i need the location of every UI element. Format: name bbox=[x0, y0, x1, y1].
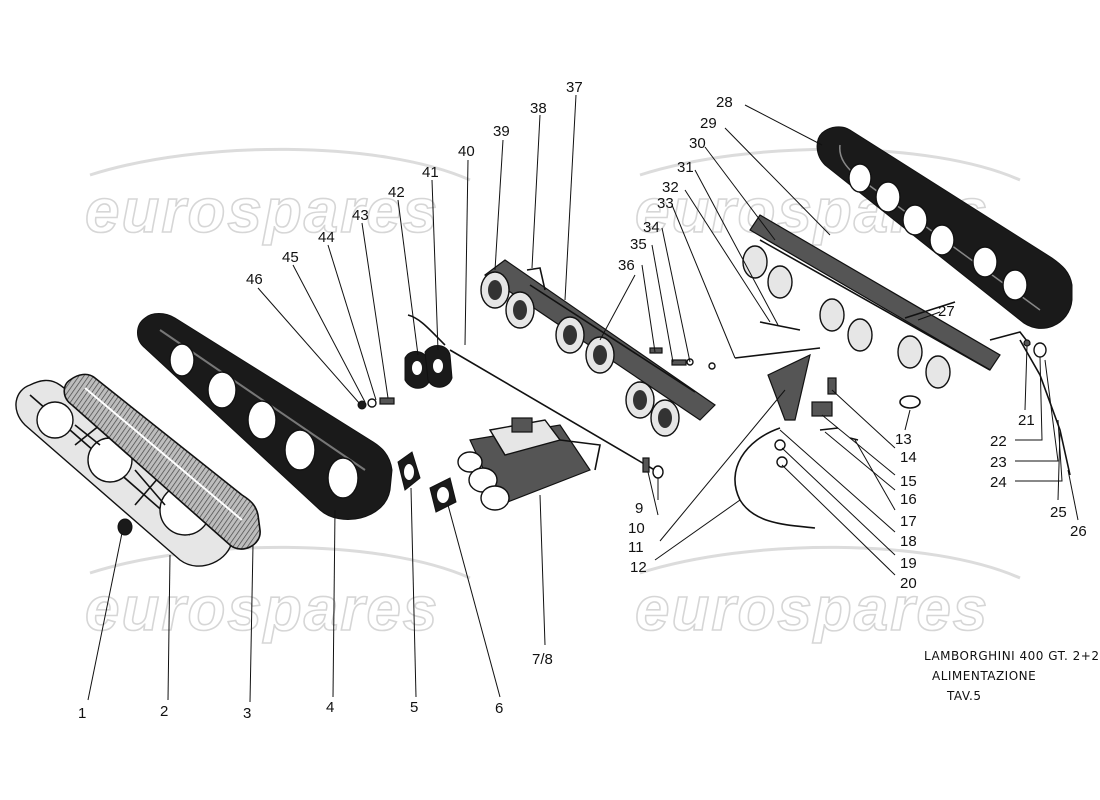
caption-model: LAMBORGHINI 400 GT. 2+2 bbox=[924, 649, 1099, 663]
callout-15: 15 bbox=[900, 473, 917, 490]
linkage-bracket bbox=[734, 321, 821, 421]
callout-38: 38 bbox=[530, 100, 547, 117]
callout-30: 30 bbox=[689, 135, 706, 152]
callout-17: 17 bbox=[900, 513, 917, 530]
callout-44: 44 bbox=[318, 229, 335, 246]
gasket-pair bbox=[404, 345, 453, 389]
callout-5: 5 bbox=[410, 699, 418, 716]
caption-block: LAMBORGHINI 400 GT. 2+2 ALIMENTAZIONE TA… bbox=[924, 649, 1099, 703]
callout-2: 2 bbox=[160, 703, 168, 720]
filter-element bbox=[63, 373, 261, 550]
watermark-swoosh bbox=[89, 147, 471, 182]
small-screws bbox=[649, 347, 716, 370]
callout-27: 27 bbox=[938, 303, 955, 320]
bolts-and-washers bbox=[774, 377, 859, 468]
callout-39: 39 bbox=[493, 123, 510, 140]
watermark-top-left: eurospares bbox=[85, 177, 439, 246]
callout-43: 43 bbox=[352, 207, 369, 224]
caption-table: TAV.5 bbox=[946, 689, 981, 703]
callout-31: 31 bbox=[677, 159, 694, 176]
callout-42: 42 bbox=[388, 184, 405, 201]
callout-9: 9 bbox=[635, 500, 643, 517]
callout-34: 34 bbox=[643, 219, 660, 236]
callout-6: 6 bbox=[495, 700, 503, 717]
callout-36: 36 bbox=[618, 257, 635, 274]
callout-16: 16 bbox=[900, 491, 917, 508]
callout-11: 11 bbox=[628, 539, 644, 556]
callout-14: 14 bbox=[900, 449, 917, 466]
callout-4: 4 bbox=[326, 699, 334, 716]
watermark-swoosh bbox=[639, 545, 1021, 580]
callout-20: 20 bbox=[900, 575, 917, 592]
gasket-5 bbox=[397, 451, 421, 491]
watermark-swoosh bbox=[89, 545, 471, 580]
washers bbox=[357, 397, 395, 410]
callout-32: 32 bbox=[662, 179, 679, 196]
o-ring bbox=[899, 395, 921, 409]
callout-28: 28 bbox=[716, 94, 733, 111]
callout-7-8: 7/8 bbox=[532, 651, 553, 668]
fuel-hose bbox=[734, 427, 816, 529]
leader-lines bbox=[87, 94, 1079, 703]
callout-25: 25 bbox=[1050, 504, 1067, 521]
clip bbox=[642, 457, 650, 473]
callout-26: 26 bbox=[1070, 523, 1087, 540]
watermark-bottom-left: eurospares bbox=[85, 575, 439, 644]
callout-40: 40 bbox=[458, 143, 475, 160]
intake-manifold-rear bbox=[742, 214, 1031, 389]
callout-13: 13 bbox=[895, 431, 912, 448]
callout-numbers: 1 2 3 4 5 6 7/8 9 10 11 12 13 14 15 16 1… bbox=[78, 79, 1087, 722]
watermark-bottom-right: eurospares bbox=[635, 575, 989, 644]
callout-18: 18 bbox=[900, 533, 917, 550]
callout-21: 21 bbox=[1018, 412, 1035, 429]
callout-3: 3 bbox=[243, 705, 251, 722]
callout-29: 29 bbox=[700, 115, 717, 132]
gasket-6 bbox=[429, 477, 457, 513]
air-box-rear bbox=[816, 126, 1073, 329]
rod-40 bbox=[449, 349, 659, 473]
wing-nut bbox=[117, 518, 133, 536]
callout-23: 23 bbox=[990, 454, 1007, 471]
callout-1: 1 bbox=[78, 705, 86, 722]
filter-base bbox=[137, 313, 393, 521]
callout-37: 37 bbox=[566, 79, 583, 96]
ball-joint bbox=[652, 465, 664, 479]
callout-45: 45 bbox=[282, 249, 299, 266]
intake-manifold-front bbox=[480, 259, 716, 437]
callout-10: 10 bbox=[628, 520, 645, 537]
callout-33: 33 bbox=[657, 195, 674, 212]
callout-22: 22 bbox=[990, 433, 1007, 450]
carburettor bbox=[457, 417, 601, 511]
callout-35: 35 bbox=[630, 236, 647, 253]
callout-41: 41 bbox=[422, 164, 439, 181]
callout-19: 19 bbox=[900, 555, 917, 572]
callout-46: 46 bbox=[246, 271, 263, 288]
callout-12: 12 bbox=[630, 559, 647, 576]
caption-section: ALIMENTAZIONE bbox=[932, 669, 1036, 683]
callout-24: 24 bbox=[990, 474, 1007, 491]
